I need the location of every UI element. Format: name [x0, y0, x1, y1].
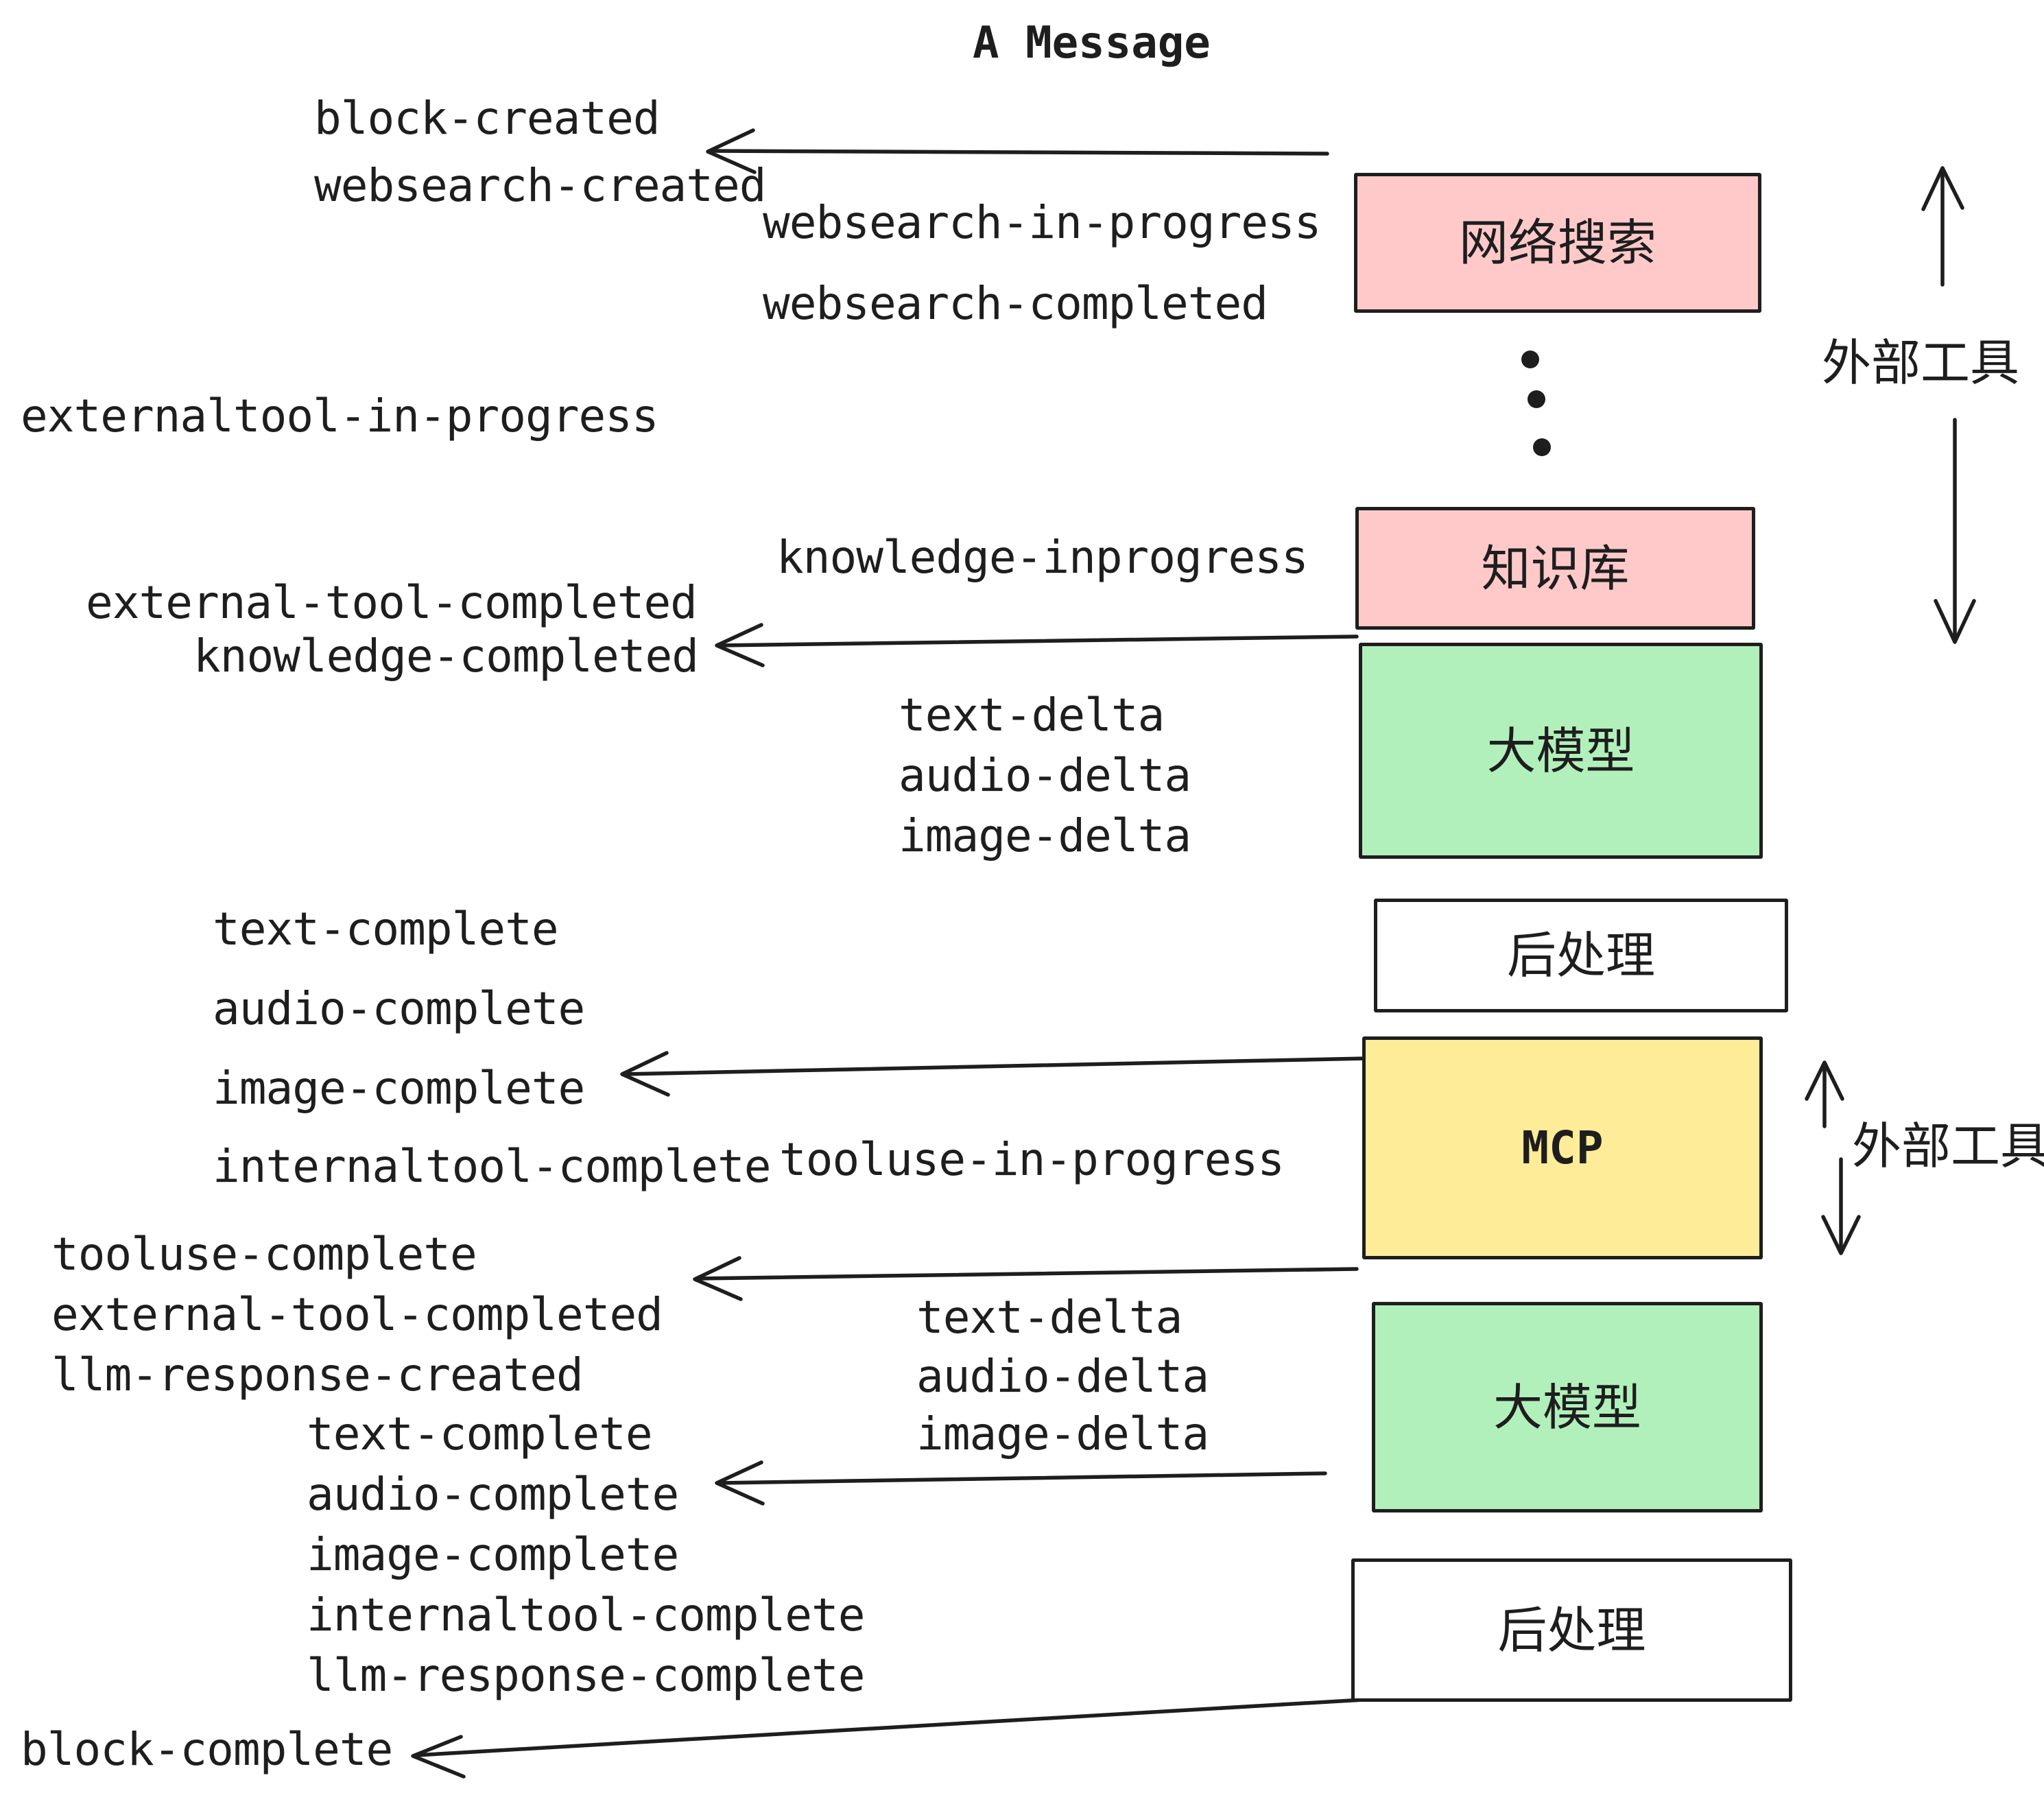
event-audio-complete-1: audio-complete [213, 982, 585, 1035]
arrow-to-knowledge-completed [715, 623, 1359, 667]
event-text-delta-1: text-delta [899, 689, 1165, 741]
event-image-complete-1: image-complete [213, 1062, 585, 1115]
postprocess-box-2: 后处理 [1351, 1558, 1792, 1702]
external-tool-label-top: 外部工具 [1822, 334, 2020, 392]
event-external-tool-completed-1: external-tool-completed [86, 576, 698, 629]
postprocess-box-1-label: 后处理 [1506, 927, 1655, 984]
mcp-box: MCP [1362, 1036, 1763, 1259]
mcp-external-tool-up-arrow [1805, 1060, 1844, 1128]
event-llm-response-complete: llm-response-complete [307, 1649, 865, 1702]
knowledge-box-label: 知识库 [1481, 539, 1630, 597]
event-image-delta-2: image-delta [916, 1408, 1209, 1460]
external-tool-label-mcp: 外部工具 [1852, 1117, 2044, 1175]
event-tooluse-in-progress: tooluse-in-progress [779, 1133, 1285, 1186]
websearch-box-label: 网络搜索 [1458, 214, 1656, 272]
external-tool-down-arrow [1934, 418, 1976, 644]
arrow-to-audio-complete [715, 1460, 1327, 1506]
event-audio-delta-2: audio-delta [916, 1350, 1209, 1403]
event-internaltool-complete-2: internaltool-complete [307, 1589, 865, 1641]
event-image-complete-2: image-complete [307, 1528, 679, 1581]
event-text-complete-2: text-complete [307, 1408, 653, 1460]
knowledge-box: 知识库 [1355, 507, 1755, 630]
llm-box-2: 大模型 [1372, 1302, 1763, 1512]
event-tooluse-complete: tooluse-complete [51, 1228, 477, 1281]
llm-box-1: 大模型 [1359, 643, 1763, 859]
postprocess-box-1: 后处理 [1374, 899, 1788, 1012]
event-knowledge-inprogress: knowledge-inprogress [776, 531, 1309, 584]
event-llm-response-created: llm-response-created [51, 1349, 584, 1401]
llm-box-1-label: 大模型 [1486, 722, 1635, 780]
event-text-complete-1: text-complete [213, 903, 559, 956]
event-audio-complete-2: audio-complete [307, 1468, 679, 1521]
event-websearch-completed: websearch-completed [763, 277, 1268, 330]
external-tool-up-arrow [1921, 166, 1964, 287]
event-text-delta-2: text-delta [916, 1291, 1183, 1344]
arrow-to-block-complete [411, 1698, 1366, 1779]
ellipsis-dots-icon [1521, 351, 1551, 456]
event-externaltool-in-progress: externaltool-in-progress [21, 390, 659, 442]
event-external-tool-completed-2: external-tool-completed [51, 1288, 663, 1341]
postprocess-box-2-label: 后处理 [1497, 1601, 1646, 1659]
event-image-delta-1: image-delta [899, 809, 1191, 862]
event-websearch-in-progress: websearch-in-progress [763, 196, 1321, 249]
websearch-box: 网络搜索 [1354, 173, 1761, 313]
arrow-to-block-created [706, 128, 1329, 174]
event-block-created: block-created [314, 92, 661, 145]
mcp-box-label: MCP [1521, 1121, 1604, 1174]
event-audio-delta-1: audio-delta [899, 749, 1191, 802]
event-block-complete: block-complete [21, 1723, 393, 1776]
arrow-to-image-complete [620, 1051, 1368, 1097]
page-title: A Message [973, 18, 1211, 69]
event-internaltool-complete-1: internaltool-complete [213, 1140, 771, 1193]
llm-box-2-label: 大模型 [1493, 1378, 1641, 1436]
event-websearch-created: websearch-created [314, 159, 767, 212]
event-knowledge-completed: knowledge-completed [193, 630, 699, 683]
